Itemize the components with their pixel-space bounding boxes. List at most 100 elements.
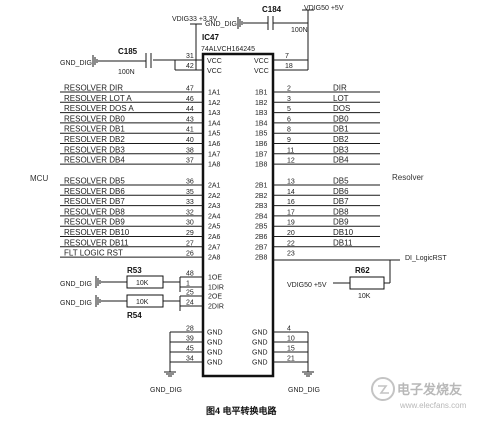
bus-b-pin-number: 14: [287, 189, 295, 196]
gnd-right-pin-number: 15: [287, 346, 295, 353]
bus-b-net-label: LOT: [333, 94, 349, 103]
gnd-dig-label-r54: GND_DIG: [60, 300, 92, 307]
bus-a-pin-number: 40: [186, 137, 194, 144]
vdig50-right-label: VDIG50 +5V: [287, 282, 327, 289]
r53-value: 10K: [136, 280, 149, 287]
pin-name-vcc-r2: VCC: [254, 68, 269, 75]
bus-a-net-label: RESOLVER DB8: [64, 207, 125, 216]
bus-b-net-label: DB7: [333, 197, 349, 206]
vdig50-top-label: VDIG50 +5V: [304, 5, 344, 12]
bus-a-pin-number: 30: [186, 220, 194, 227]
bus-a-pin-number: 46: [186, 96, 194, 103]
ctrl-pin-name: 2OE: [208, 294, 222, 301]
r53-ref: R53: [127, 266, 142, 275]
gnd-symbol-top: [237, 17, 243, 29]
bus-a-net-label: RESOLVER DB0: [64, 114, 125, 123]
gnd-symbol-r54: [95, 295, 101, 307]
watermark-url: www.elecfans.com: [399, 401, 467, 410]
bus-b-net-label: DB5: [333, 177, 349, 186]
bus-b-net-label: DOS: [333, 104, 350, 113]
bus-b-pin-number: 19: [287, 220, 295, 227]
bus-b-pin-name: 1B2: [255, 100, 268, 107]
bus-a-net-label: RESOLVER DB10: [64, 228, 130, 237]
bus-b-pin-name: 1B1: [255, 90, 268, 97]
ctrl-pin-name: 1DIR: [208, 285, 224, 292]
bus-a-pin-name: 2A2: [208, 193, 221, 200]
bus-b-net-label: DB9: [333, 218, 349, 227]
di-logic-rst-label: DI_LogicRST: [405, 255, 447, 262]
bus-a-net-label: RESOLVER DB7: [64, 197, 125, 206]
bus-a-net-label: RESOLVER DB5: [64, 177, 125, 186]
gnd-left-pin-name: GND: [207, 350, 223, 357]
pin-num-7: 7: [285, 53, 289, 60]
bus-b-net-label: DB10: [333, 228, 354, 237]
capacitor-c185: [145, 53, 152, 68]
pin-name-vcc-l2: VCC: [207, 68, 222, 75]
ctrl-pin-number: 1: [186, 281, 190, 288]
c185-value: 100N: [118, 69, 135, 76]
gnd-right-pin-number: 10: [287, 336, 295, 343]
bus-a-net-label: RESOLVER DIR: [64, 84, 123, 93]
bus-a-net-label: RESOLVER DB3: [64, 145, 125, 154]
bus-b-net-label: DB6: [333, 187, 349, 196]
bus-a-net-label: RESOLVER DB1: [64, 125, 125, 134]
bus-a-net-label: RESOLVER LOT A: [64, 94, 132, 103]
c185-ref: C185: [118, 47, 138, 56]
bus-a-pin-name: 2A4: [208, 213, 221, 220]
bus-b-net-label: DB8: [333, 207, 349, 216]
gnd-right-pin-name: GND: [252, 360, 268, 367]
bus-b-pin-number: 8: [287, 127, 291, 134]
bus-a-pin-number: 33: [186, 199, 194, 206]
bus-a-net-label: RESOLVER DB9: [64, 218, 125, 227]
gnd-dig-label-r53: GND_DIG: [60, 281, 92, 288]
bus-a-pin-number: 29: [186, 230, 194, 237]
gnd-right-pin-number: 4: [287, 326, 291, 333]
bus-a-pin-number: 32: [186, 209, 194, 216]
bus-a-pin-number: 38: [186, 147, 194, 154]
gnd-left-pin-name: GND: [207, 330, 223, 337]
bus-a-pin-number: 26: [186, 251, 194, 258]
bus-a-net-label: FLT LOGIC RST: [64, 249, 123, 258]
bus-b-pin-name: 2B1: [255, 183, 268, 190]
bus-a-pin-number: 41: [186, 127, 194, 134]
gnd-right-pin-number: 21: [287, 356, 295, 363]
gnd-left-pin-name: GND: [207, 340, 223, 347]
bus-b-pin-number: 17: [287, 209, 295, 216]
r53-section: GND_DIG R53 10K: [60, 266, 181, 292]
bus-b-pin-number: 9: [287, 137, 291, 144]
gnd-dig-label-left: GND_DIG: [150, 387, 182, 394]
bus-a-pin-name: 1A4: [208, 120, 221, 127]
pin-num-42: 42: [186, 63, 194, 70]
pin-num-18: 18: [285, 63, 293, 70]
r62-section: VDIG50 +5V R62 10K: [287, 260, 391, 300]
bus-b-pin-name: 2B7: [255, 244, 268, 251]
bus-a-pin-number: 35: [186, 189, 194, 196]
bus-b-pin-number: 23: [287, 251, 295, 258]
ctrl-pin-name: 2DIR: [208, 304, 224, 311]
bus-a-pin-number: 43: [186, 116, 194, 123]
bus-a-net-label: RESOLVER DB2: [64, 135, 125, 144]
gnd-symbol-left: [164, 371, 176, 377]
bus-b-pin-number: 11: [287, 147, 294, 154]
gnd-dig-label-top: GND_DIG: [205, 21, 237, 28]
bus-a-pin-number: 44: [186, 106, 194, 113]
r54-section: GND_DIG R54 10K: [60, 294, 181, 320]
ic47-part: 74ALVCH164245: [201, 46, 255, 53]
ctrl-pin-name: 1OE: [208, 275, 222, 282]
pin-num-31: 31: [186, 53, 194, 60]
bus-a-pin-name: 2A8: [208, 255, 221, 262]
gnd-symbol-r53: [95, 276, 101, 288]
bus-b-pin-name: 1B5: [255, 131, 268, 138]
bus-a-pin-number: 37: [186, 158, 194, 165]
bus-b-pin-number: 13: [287, 179, 295, 186]
r54-ref: R54: [127, 311, 142, 320]
gnd-right-pin-name: GND: [252, 340, 268, 347]
watermark-logo-icon: [371, 377, 395, 401]
gnd-left-pin-number: 39: [186, 336, 194, 343]
bus-a-pin-number: 47: [186, 86, 194, 93]
bus-b-pin-name: 1B4: [255, 120, 268, 127]
bus-b-pin-number: 6: [287, 116, 291, 123]
bus-b-pin-name: 1B7: [255, 151, 268, 158]
bus-a-pin-name: 1A3: [208, 110, 221, 117]
